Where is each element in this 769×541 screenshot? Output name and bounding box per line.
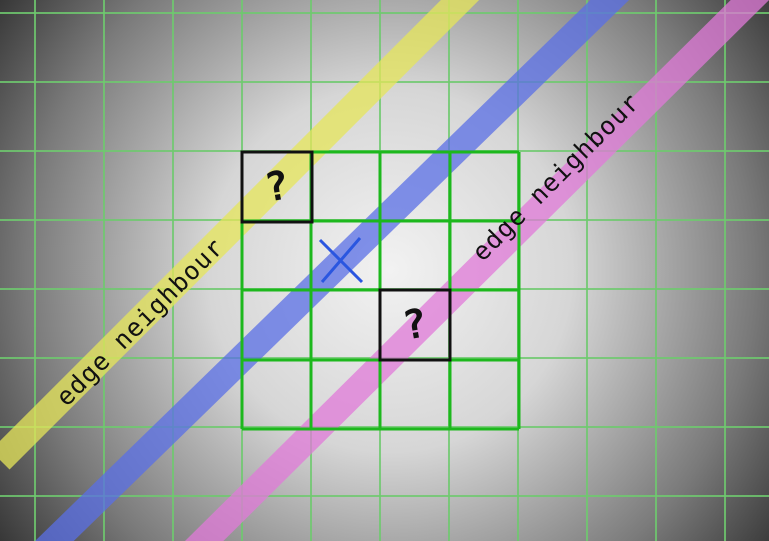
yellow-band bbox=[0, 0, 480, 470]
candidate-box-top-left bbox=[240, 150, 314, 224]
candidate-box-bottom-right bbox=[378, 288, 452, 362]
x-marker-icon bbox=[318, 237, 364, 284]
pink-band bbox=[184, 0, 769, 541]
